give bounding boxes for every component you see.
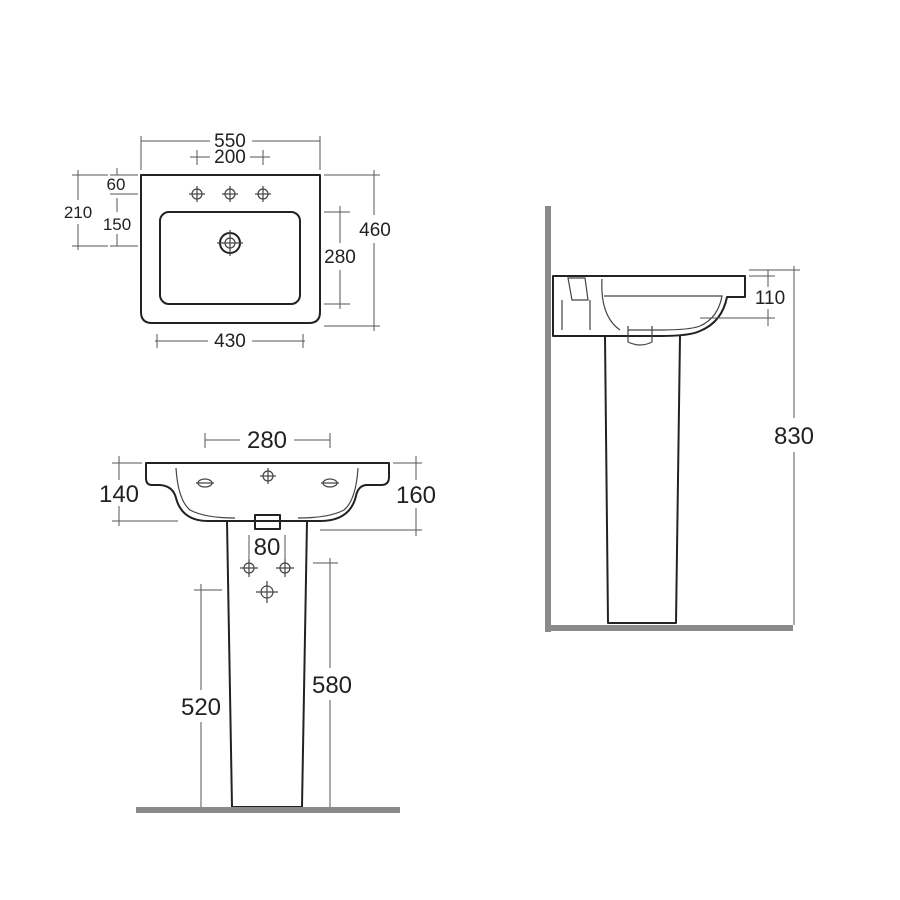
dim-label: 460 xyxy=(359,220,391,241)
dim-side-overall-height: 830 xyxy=(749,266,814,625)
dim-front-tap-spacing: 280 xyxy=(204,427,331,454)
dim-label: 140 xyxy=(99,481,139,508)
plan-bowl xyxy=(159,211,301,305)
dim-front-basin-height-right: 160 xyxy=(320,456,436,536)
dim-label: 150 xyxy=(103,215,131,234)
dim-front-floor-to-waste: 520 xyxy=(181,584,222,807)
plan-tap-hole-centre xyxy=(222,186,238,202)
dim-front-pedestal-height: 580 xyxy=(312,558,352,807)
dim-plan-back-to-taps: 60 xyxy=(107,168,138,195)
front-bowl-inner-right xyxy=(297,467,359,519)
side-waste-trap xyxy=(627,326,653,346)
side-tap-stem xyxy=(561,300,591,330)
dim-plan-tap-spacing: 200 xyxy=(190,147,270,168)
side-bowl-inner xyxy=(601,278,621,331)
plan-tap-hole-left xyxy=(189,186,205,202)
front-bowl-inner-left xyxy=(175,467,236,519)
dim-label: 430 xyxy=(214,331,246,352)
dim-front-basin-height-left: 140 xyxy=(99,456,178,526)
dim-label: 110 xyxy=(755,288,785,309)
dim-plan-width: 550 xyxy=(140,131,321,170)
side-bowl-rim xyxy=(604,295,723,331)
front-pedestal xyxy=(226,520,308,808)
side-floor-line xyxy=(545,625,793,631)
dim-label: 280 xyxy=(324,247,356,268)
dim-label: 830 xyxy=(774,423,814,450)
dim-plan-depth: 460 xyxy=(324,170,391,331)
dim-label: 550 xyxy=(214,131,246,152)
side-tap-body xyxy=(567,277,589,301)
dim-plan-bowl-offset: 150 xyxy=(103,198,138,247)
front-fixing-hole-left xyxy=(240,559,258,577)
dim-label: 210 xyxy=(64,203,92,222)
dim-label: 580 xyxy=(312,672,352,699)
dim-side-rim-depth: 110 xyxy=(700,270,785,326)
front-floor-line xyxy=(136,807,400,813)
plan-tap-hole-right xyxy=(255,186,271,202)
front-tap-hole-right xyxy=(321,478,339,488)
front-fixing-hole-lower xyxy=(256,581,278,603)
dim-label: 280 xyxy=(247,427,287,454)
dim-label: 80 xyxy=(254,534,281,561)
front-view: 280 140 160 80 580 xyxy=(99,427,436,813)
plan-waste-outlet xyxy=(217,230,243,256)
dim-label: 520 xyxy=(181,694,221,721)
side-basin-profile xyxy=(552,275,746,337)
front-tap-hole-centre xyxy=(260,468,276,484)
front-basin-outline xyxy=(145,462,390,522)
side-view: 110 830 xyxy=(545,206,814,632)
side-pedestal xyxy=(604,335,681,624)
plan-basin-outline xyxy=(140,174,321,324)
dim-front-waste-width: 80 xyxy=(248,534,286,561)
dim-label: 60 xyxy=(107,175,126,194)
dim-plan-back-to-bowl: 210 xyxy=(64,170,108,250)
dim-label: 160 xyxy=(396,482,436,509)
side-wall xyxy=(545,206,551,632)
plan-view: 550 200 60 210 150 xyxy=(64,131,391,352)
front-waste-outlet xyxy=(254,514,281,530)
front-fixing-hole-right xyxy=(276,559,294,577)
front-tap-hole-left xyxy=(196,478,214,488)
dim-label: 200 xyxy=(214,147,246,168)
dim-plan-bowl-depth: 280 xyxy=(324,206,356,309)
dim-plan-bowl-width: 430 xyxy=(155,331,305,352)
